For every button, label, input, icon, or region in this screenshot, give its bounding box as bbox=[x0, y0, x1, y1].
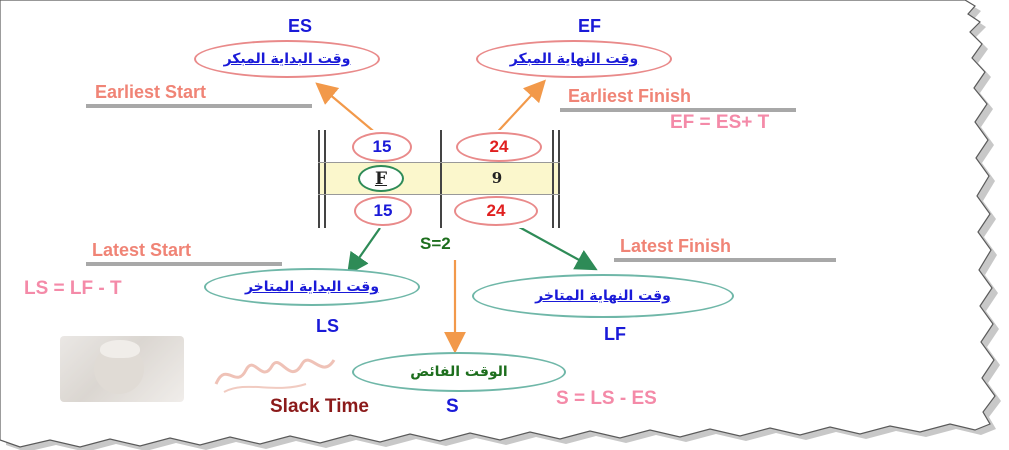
earliest-start-underline bbox=[86, 104, 312, 108]
activity-node: 15 24 F 9 15 24 bbox=[318, 130, 560, 228]
ef-arabic-link[interactable]: وقت النهاية المبكر bbox=[509, 51, 639, 67]
latest-finish-label: Latest Finish bbox=[620, 236, 732, 256]
lf-arabic-link[interactable]: وقت النهاية المتاخر bbox=[535, 288, 671, 304]
es-arabic-link[interactable]: وقت البداية المبكر bbox=[223, 51, 351, 67]
latest-start-underline bbox=[86, 262, 282, 266]
earliest-start-label: Earliest Start bbox=[95, 82, 207, 102]
earliest-finish-label: Earliest Finish bbox=[568, 86, 692, 106]
es-value-oval: 15 bbox=[352, 132, 412, 162]
slack-formula: S = LS - ES bbox=[556, 388, 657, 409]
lf-value: 24 bbox=[486, 201, 506, 220]
ef-formula: EF = ES+ T bbox=[670, 112, 770, 133]
activity-name: F bbox=[374, 168, 388, 189]
slack-arabic: الوقت الفائض bbox=[410, 364, 508, 380]
latest-start-label: Latest Start bbox=[92, 240, 192, 260]
earliest-finish-underline bbox=[560, 108, 796, 112]
lf-abbr: LF bbox=[604, 324, 626, 344]
ef-value: 24 bbox=[489, 137, 509, 156]
ls-value: 15 bbox=[373, 201, 393, 220]
slack-value: S=2 bbox=[420, 234, 451, 253]
ls-arabic-link[interactable]: وقت البداية المتاخر bbox=[244, 279, 380, 295]
es-value: 15 bbox=[372, 137, 392, 156]
lf-value-oval: 24 bbox=[454, 196, 538, 226]
faded-photo-watermark bbox=[60, 336, 184, 402]
slack-abbr: S bbox=[446, 396, 459, 417]
ls-arabic-oval: وقت البداية المتاخر bbox=[204, 268, 420, 306]
ef-abbr: EF bbox=[578, 16, 602, 36]
ls-formula: LS = LF - T bbox=[24, 278, 122, 299]
signature-watermark bbox=[214, 358, 336, 393]
ls-abbr: LS bbox=[316, 316, 340, 336]
slack-arabic-oval: الوقت الفائض bbox=[352, 352, 566, 392]
arrow-to-ls bbox=[346, 227, 381, 276]
slack-time-label: Slack Time bbox=[270, 396, 369, 417]
es-abbr: ES bbox=[288, 16, 313, 36]
ef-value-oval: 24 bbox=[456, 132, 542, 162]
es-arabic-oval: وقت البداية المبكر bbox=[194, 40, 380, 78]
arrow-to-lf bbox=[509, 221, 598, 271]
ef-arabic-oval: وقت النهاية المبكر bbox=[476, 40, 672, 78]
latest-finish-underline bbox=[614, 258, 836, 262]
ls-value-oval: 15 bbox=[354, 196, 412, 226]
activity-duration: 9 bbox=[491, 169, 503, 187]
activity-name-oval: F bbox=[358, 165, 404, 192]
lf-arabic-oval: وقت النهاية المتاخر bbox=[472, 274, 734, 318]
